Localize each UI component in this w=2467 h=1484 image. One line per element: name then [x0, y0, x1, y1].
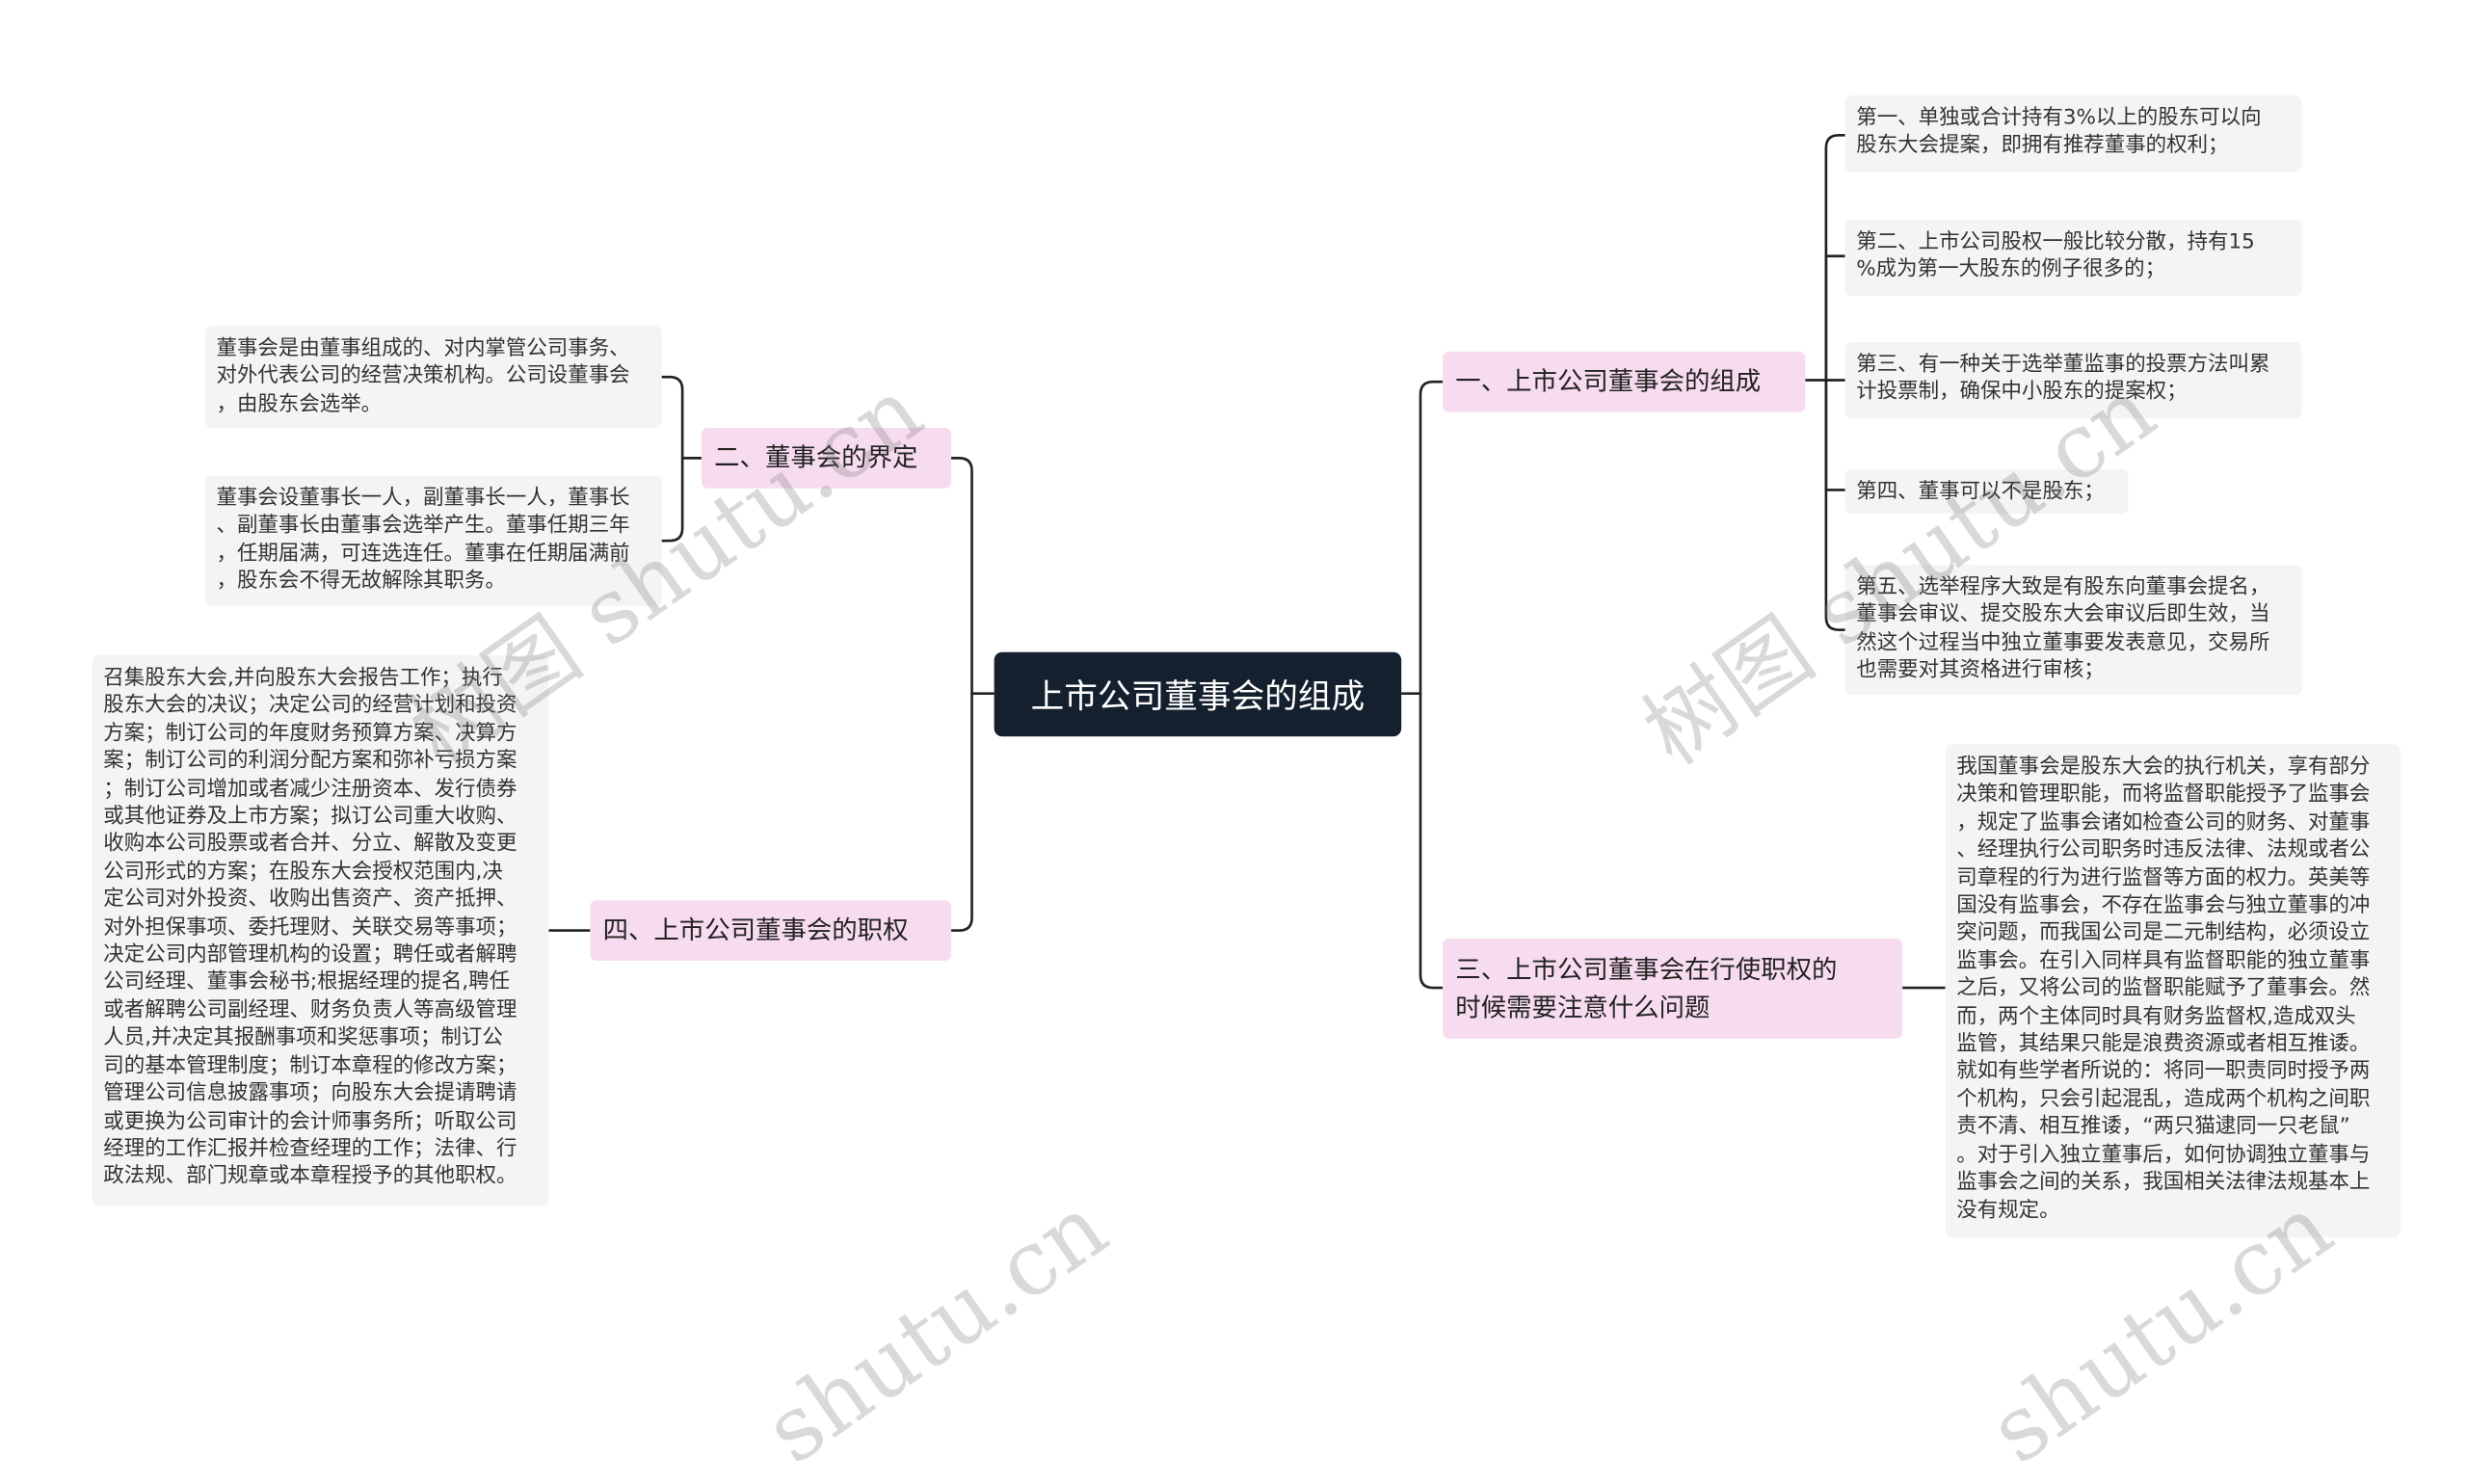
connector	[1401, 380, 1444, 695]
leaf-composition-1[interactable]: 第一、单独或合计持有3%以上的股东可以向 股东大会提案，即拥有推荐董事的权利；	[1844, 95, 2302, 172]
leaf-composition-4[interactable]: 第四、董事可以不是股东；	[1844, 468, 2129, 515]
connector	[661, 375, 702, 460]
connector	[1419, 693, 1444, 990]
branch-definition[interactable]: 二、董事会的界定	[701, 428, 952, 489]
connector	[661, 458, 684, 543]
leaf-definition-2[interactable]: 董事会设董事长一人，副董事长一人，董事长 、副董事长由董事会选举产生。董事任期三…	[204, 475, 662, 606]
leaf-composition-5[interactable]: 第五、选举程序大致是有股东向董事会提名， 董事会审议、提交股东大会审议后即生效，…	[1844, 564, 2302, 696]
connector	[1824, 380, 1845, 491]
leaf-issues-1[interactable]: 我国董事会是股东大会的执行机关，享有部分 决策和管理职能，而将监督职能授予了监事…	[1945, 744, 2401, 1238]
leaf-composition-3[interactable]: 第三、有一种关于选举董监事的投票方法叫累 计投票制，确保中小股东的提案权；	[1844, 341, 2302, 419]
root-node[interactable]: 上市公司董事会的组成	[994, 651, 1402, 737]
branch-issues[interactable]: 三、上市公司董事会在行使职权的 时候需要注意什么问题	[1443, 938, 1903, 1039]
connector	[1824, 380, 1845, 631]
connector	[1824, 254, 1845, 381]
branch-composition[interactable]: 一、上市公司董事会的组成	[1443, 351, 1806, 412]
connector	[951, 693, 973, 932]
connector	[1805, 133, 1845, 382]
leaf-powers-1[interactable]: 召集股东大会,并向股东大会报告工作；执行 股东大会的决议；决定公司的经营计划和投…	[92, 655, 549, 1206]
leaf-composition-2[interactable]: 第二、上市公司股权一般比较分散，持有15 %成为第一大股东的例子很多的；	[1844, 219, 2302, 297]
mindmap-canvas: 上市公司董事会的组成 一、上市公司董事会的组成 二、董事会的界定 三、上市公司董…	[92, 95, 2401, 1484]
branch-powers[interactable]: 四、上市公司董事会的职权	[590, 900, 952, 961]
connector	[951, 457, 995, 695]
connector-lines	[548, 133, 1946, 990]
leaf-definition-1[interactable]: 董事会是由董事组成的、对内掌管公司事务、 对外代表公司的经营决策机构。公司设董事…	[204, 326, 662, 429]
